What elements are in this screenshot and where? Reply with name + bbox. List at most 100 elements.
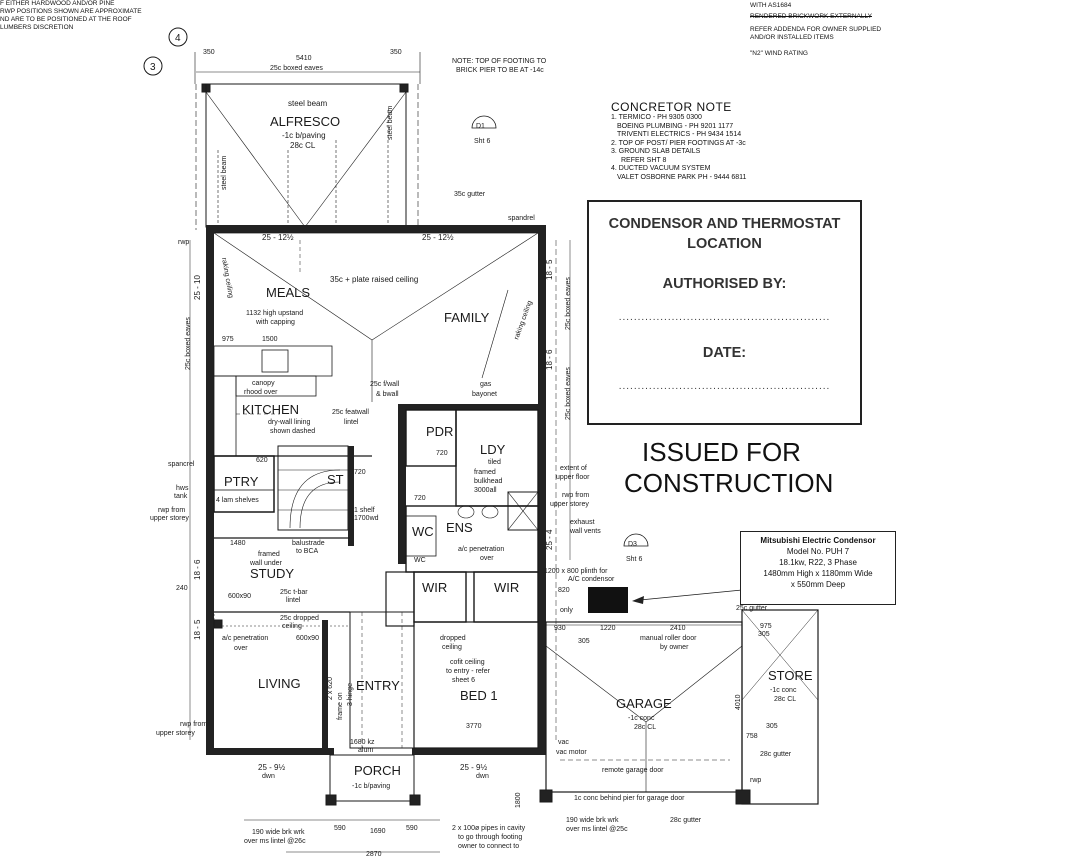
post-marker — [399, 83, 409, 93]
label: canopy — [252, 380, 275, 387]
room-note: 28c CL — [290, 141, 316, 150]
footing-note: NOTE: TOP OF FOOTING TO — [452, 58, 547, 65]
label: 25c f/wall — [370, 381, 400, 388]
label: spancrel — [168, 461, 195, 468]
room-pantry: PTRY — [224, 474, 259, 489]
level: 25 - 4 — [545, 529, 554, 550]
label: vac — [558, 739, 569, 746]
label: steel beam — [387, 106, 394, 140]
dim-label: 350 — [390, 49, 402, 56]
plan-line — [213, 619, 223, 629]
south-wall-right — [412, 748, 546, 755]
plan-line — [213, 611, 351, 627]
label: lintel — [344, 419, 359, 426]
dim-label: 720 — [354, 469, 366, 476]
dim-label: 305 — [578, 638, 590, 645]
room-bed1: BED 1 — [460, 688, 498, 703]
room-note: tiled — [488, 459, 501, 466]
room-pdr: PDR — [426, 424, 453, 439]
authorised-label: AUTHORISED BY: — [662, 276, 787, 292]
room-living: LIVING — [258, 676, 301, 691]
west-wall — [206, 225, 214, 755]
plan-line — [261, 349, 289, 373]
label: to go through footing — [458, 834, 522, 841]
dim-label: 930 — [554, 625, 566, 632]
dim-label: only — [560, 607, 573, 614]
concretor-line: 3. GROUND SLAB DETAILS — [611, 148, 701, 155]
box-title-line: CONDENSOR AND THERMOSTAT — [608, 216, 841, 232]
dim-label: 25c boxed eaves — [270, 65, 323, 72]
south-wall-left — [206, 748, 334, 755]
plan-line — [632, 596, 644, 604]
room-wc: WC — [412, 524, 434, 539]
dim-label: 3770 — [466, 723, 482, 730]
condensor-spec-box: Mitsubishi Electric Condensor Model No. … — [740, 531, 896, 605]
label: raking ceiling — [220, 257, 234, 299]
label: 25c boxed eaves — [185, 317, 192, 370]
plan-line — [409, 794, 421, 806]
label: 28c gutter — [760, 751, 792, 758]
level: 25 - 9½ — [460, 763, 487, 772]
label: 1 shelf — [354, 507, 375, 514]
north-wall — [206, 225, 544, 233]
dim-label: 305 — [766, 723, 778, 730]
concretor-line: 1. TERMICO - PH 9305 0300 — [611, 114, 702, 121]
concretor-line: BOEING PLUMBING - PH 9201 1177 — [617, 122, 734, 130]
label: dwn — [476, 773, 489, 780]
dim-label: 2410 — [670, 625, 686, 632]
room-note: sheet 6 — [452, 677, 475, 684]
label: to BCA — [296, 548, 319, 555]
note-line: F EITHER HARDWOOD AND/OR PINE — [0, 0, 115, 7]
room-entry: ENTRY — [356, 678, 400, 693]
alfresco-hip-line — [205, 91, 306, 228]
room-note: dry-wall lining — [268, 419, 311, 426]
bed1-outline — [413, 621, 539, 749]
level: 25 - 12½ — [262, 233, 294, 242]
dim-label: 1480 — [230, 540, 246, 547]
room-note: 28c CL — [634, 724, 656, 731]
alfresco-hip-line — [304, 91, 407, 228]
spec-heading: Mitsubishi Electric Condensor — [760, 536, 876, 545]
room-ensuite: ENS — [446, 520, 473, 535]
condensor-unit — [588, 587, 628, 613]
plan-line — [385, 571, 415, 627]
room-note: -1c b/paving — [352, 783, 390, 790]
room-note: framed — [258, 551, 280, 558]
room-note: ceiling — [442, 644, 462, 651]
label: gas — [480, 381, 492, 388]
label: a/c penetration — [458, 546, 504, 553]
concretor-line: REFER SHT 8 — [621, 156, 667, 164]
room-note: bulkhead — [474, 478, 503, 485]
room-garage: GARAGE — [616, 696, 672, 711]
label: 28c gutter — [670, 817, 702, 824]
dim-label: 1800 — [515, 792, 522, 808]
plan-line — [481, 289, 509, 379]
label: steel beam — [221, 156, 228, 190]
label: rwp from — [158, 507, 185, 514]
section-sheet: Sht 6 — [626, 556, 642, 563]
plan-line — [645, 645, 743, 723]
label: 35c + plate raised ceiling — [330, 275, 418, 284]
note-line: RWP POSITIONS SHOWN ARE APPROXIMATE — [0, 8, 142, 15]
label: bayonet — [472, 391, 497, 398]
dim-label: 5410 — [296, 55, 312, 62]
spec-line: 18.1kw, R22, 3 Phase — [779, 558, 857, 567]
label: tank — [174, 493, 188, 500]
dim-label: 1500 — [262, 336, 278, 343]
room-note: -1c conc — [628, 715, 655, 722]
room-store: STORE — [768, 668, 813, 683]
dim-label: 975 — [222, 336, 234, 343]
ceiling-line — [371, 232, 539, 341]
label: & bwall — [376, 391, 399, 398]
label: lintel — [286, 597, 301, 604]
room-kitchen: KITCHEN — [242, 402, 299, 417]
note-line: REFER ADDENDA FOR OWNER SUPPLIED — [750, 26, 882, 33]
plan-line — [213, 375, 237, 457]
room-note: a/c penetration — [222, 635, 268, 642]
room-family: FAMILY — [444, 310, 490, 325]
dim-label: 305 — [758, 631, 770, 638]
label: 25c t-bar — [280, 589, 308, 596]
grid-bubble-4 — [168, 27, 188, 47]
plan-line — [405, 515, 437, 557]
